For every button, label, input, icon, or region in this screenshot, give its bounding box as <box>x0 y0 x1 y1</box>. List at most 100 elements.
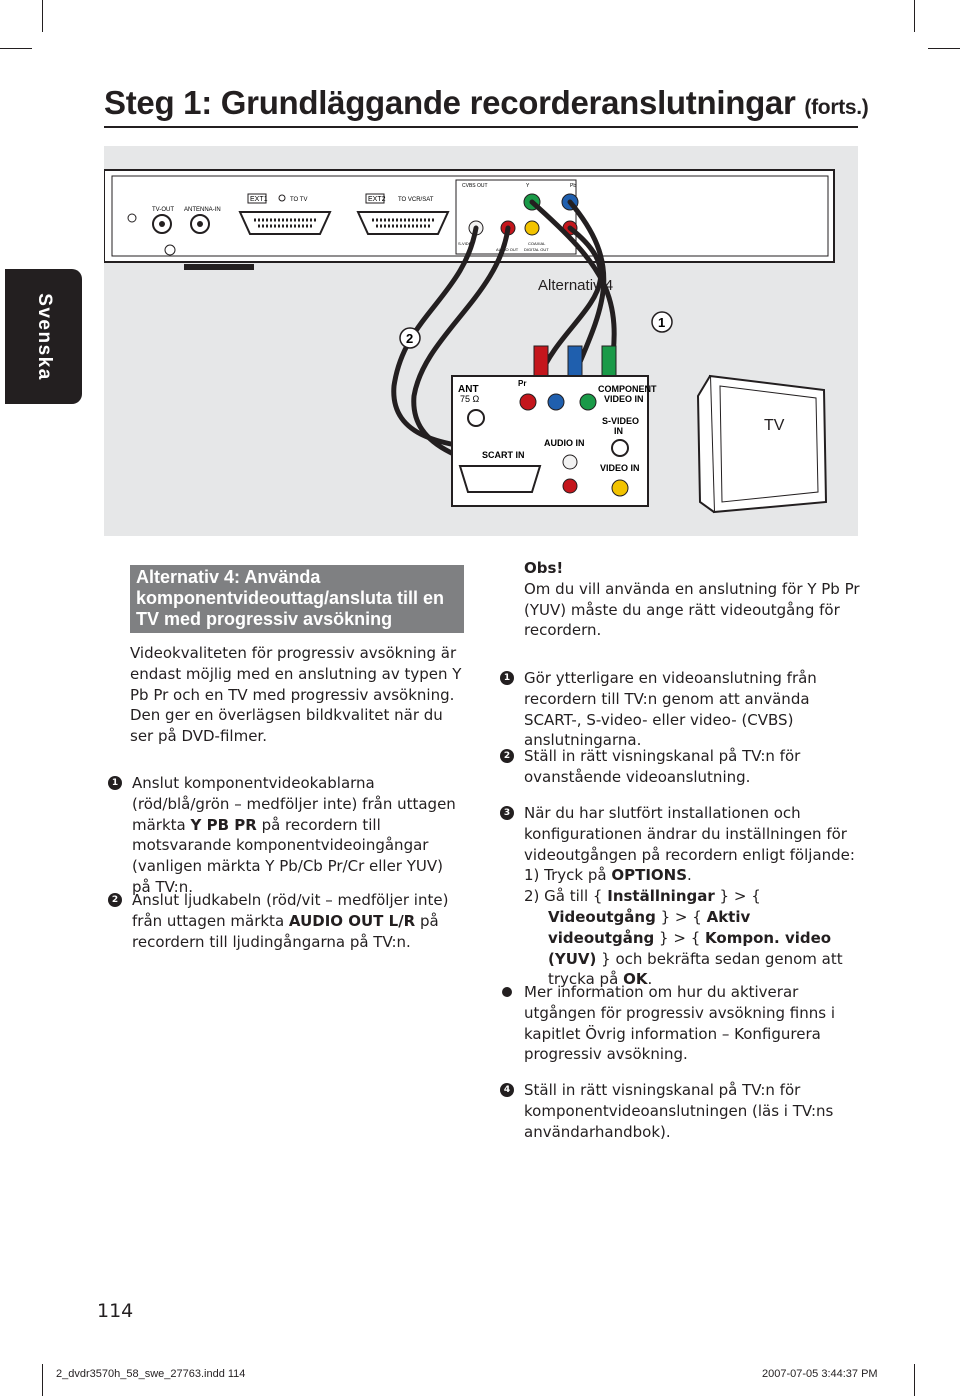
note-item-4: 4 Ställ in rätt visningskanal på TV:n fö… <box>500 1080 860 1142</box>
to-tv-label: TO TV <box>290 197 307 203</box>
recorder-foot <box>184 264 254 270</box>
step-1: 1 Anslut komponentvideokablarna (röd/blå… <box>108 773 466 898</box>
connection-diagram-svg: TV-OUT ANTENNA-IN EXT1 TO TV EXT2 TO VCR… <box>103 169 835 514</box>
section-heading-text: Alternativ 4: Använda komponentvideoutta… <box>136 567 445 629</box>
marker-2-text: 2 <box>406 331 413 346</box>
note-block: Obs! Om du vill använda en anslutning fö… <box>500 558 860 641</box>
sub-step-1: 1) Tryck på OPTIONS. <box>500 865 860 886</box>
sub-step-2-e: } > { <box>660 907 702 926</box>
crop-mark <box>42 1364 43 1396</box>
step-1-marker: 1 <box>108 776 122 790</box>
step-2: 2 Anslut ljudkabeln (röd/vit – medföljer… <box>108 890 466 952</box>
audio-in-label: AUDIO IN <box>544 438 585 448</box>
plug-green <box>601 345 617 381</box>
step-1-text-b: Y PB PR <box>190 815 257 834</box>
sub-step-2-k: . <box>647 970 653 989</box>
audio-out-label: AUDIO OUT <box>496 247 519 252</box>
language-tab: Svenska <box>5 269 82 404</box>
sub-step-2-c: } > { <box>719 887 761 906</box>
note-item-1: 1 Gör ytterligare en videoanslutning frå… <box>500 668 860 751</box>
step-2-text-a: Anslut ljudkabeln (röd/vit – medföljer i… <box>132 891 449 930</box>
note-item-2-text: Ställ in rätt visningskanal på TV:n för … <box>524 747 801 786</box>
sub-step-1-options: OPTIONS <box>611 866 688 885</box>
note-bullet: Mer information om hur du aktiverar utgå… <box>500 982 860 1065</box>
connection-diagram: TV-OUT ANTENNA-IN EXT1 TO TV EXT2 TO VCR… <box>103 146 858 536</box>
sub-step-2-ok: OK <box>623 970 648 989</box>
ant-label: ANT <box>458 384 479 395</box>
scart-in-label: SCART IN <box>482 450 525 460</box>
intro-paragraph: Videokvaliteten för progressiv avsökning… <box>130 644 462 746</box>
pr-label: Pr <box>518 379 526 388</box>
note-item-4-text: Ställ in rätt visningskanal på TV:n för … <box>524 1081 834 1141</box>
crop-mark <box>42 0 43 32</box>
step-1-text-a: Anslut komponentvideokablarna (röd/blå/g… <box>132 774 456 834</box>
tv-svideo-in-label: IN <box>614 426 623 436</box>
marker-1-text: 1 <box>658 315 665 330</box>
sub-step-1-a: 1) Tryck på <box>524 866 607 885</box>
plug-blue <box>567 345 583 381</box>
crop-mark <box>914 1364 915 1396</box>
crop-mark <box>914 0 915 32</box>
to-vcr-label: TO VCR/SAT <box>398 197 434 203</box>
component-video-in-label: VIDEO IN <box>604 394 644 404</box>
tv-video-in-label: VIDEO IN <box>600 463 640 473</box>
note-item-3-marker: 3 <box>500 806 514 820</box>
cvbs-out-label: CVBS OUT <box>462 183 488 189</box>
coaxial-label: COAXIAL <box>528 241 546 246</box>
note-item-3: 3 När du har slutfört installationen och… <box>500 803 860 990</box>
note-title: Obs! <box>524 559 564 577</box>
plug-red <box>533 345 549 381</box>
alternative-label: Alternativ 4 <box>538 277 613 294</box>
bullet-dot <box>502 987 512 997</box>
sub-step-2-d: Videoutgång <box>548 907 656 926</box>
scart-ext2 <box>356 211 450 235</box>
ext2-label: EXT2 <box>368 196 386 203</box>
crop-mark <box>928 48 960 49</box>
section-heading: Alternativ 4: Använda komponentvideoutta… <box>130 565 464 633</box>
ohm-label: 75 Ω <box>460 394 480 404</box>
pb-label: Pb <box>570 183 576 189</box>
sub-step-2-f: Aktiv videoutgång <box>548 907 751 947</box>
note-item-3-text: När du har slutfört installationen och k… <box>524 804 855 864</box>
step-2-text-c: på recordern till ljudingångarna på TV:n… <box>132 911 439 951</box>
sub-step-2-b: Inställningar <box>607 887 715 906</box>
step-2-marker: 2 <box>108 893 122 907</box>
component-label: COMPONENT <box>598 384 657 394</box>
antenna-in-label: ANTENNA-IN <box>184 207 221 213</box>
note-item-2-marker: 2 <box>500 749 514 763</box>
page-title: Steg 1: Grundläggande recorderanslutning… <box>104 84 869 122</box>
y-label: Y <box>526 183 530 189</box>
marker-2 <box>399 327 421 349</box>
tv-label: TV <box>764 417 785 434</box>
step-1-text-c: på recordern till motsvarande komponentv… <box>132 815 443 896</box>
note-item-1-text: Gör ytterligare en videoanslutning från … <box>524 669 817 750</box>
tv-out-label: TV-OUT <box>152 207 174 213</box>
sub-step-2-g: } > { <box>659 928 701 947</box>
page-title-suffix: (forts.) <box>804 96 869 119</box>
av-panel <box>455 179 577 255</box>
svideo-label: S-VIDEO <box>458 241 474 246</box>
sub-step-2-i: } och bekräfta sedan genom att trycka på <box>548 949 843 989</box>
note-item-4-marker: 4 <box>500 1083 514 1097</box>
digital-out-label: DIGITAL OUT <box>524 247 549 252</box>
marker-1 <box>651 311 673 333</box>
scart-ext1 <box>238 211 332 235</box>
ext1-label: EXT1 <box>250 196 268 203</box>
footer-file: 2_dvdr3570h_58_swe_27763.indd 114 <box>56 1368 246 1380</box>
note-item-2: 2 Ställ in rätt visningskanal på TV:n fö… <box>500 746 860 788</box>
crop-mark <box>0 48 32 49</box>
page-title-text: Steg 1: Grundläggande recorderanslutning… <box>104 84 796 121</box>
tv-svideo-label: S-VIDEO <box>602 416 639 426</box>
page-number: 114 <box>97 1300 134 1322</box>
sub-step-1-c: . <box>687 866 692 885</box>
title-rule <box>104 126 858 128</box>
language-tab-label: Svenska <box>33 292 55 381</box>
note-bullet-text: Mer information om hur du aktiverar utgå… <box>524 983 836 1064</box>
sub-step-2: 2) Gå till { Inställningar } > { Videout… <box>500 886 860 990</box>
note-item-1-marker: 1 <box>500 671 514 685</box>
sub-step-2-h: Kompon. video (YUV) <box>548 928 832 968</box>
step-2-text-b: AUDIO OUT L/R <box>288 911 416 930</box>
footer-date: 2007-07-05 3:44:37 PM <box>762 1368 878 1380</box>
sub-step-2-a: 2) Gå till { <box>524 887 603 906</box>
note-text: Om du vill använda en anslutning för Y P… <box>524 579 860 640</box>
